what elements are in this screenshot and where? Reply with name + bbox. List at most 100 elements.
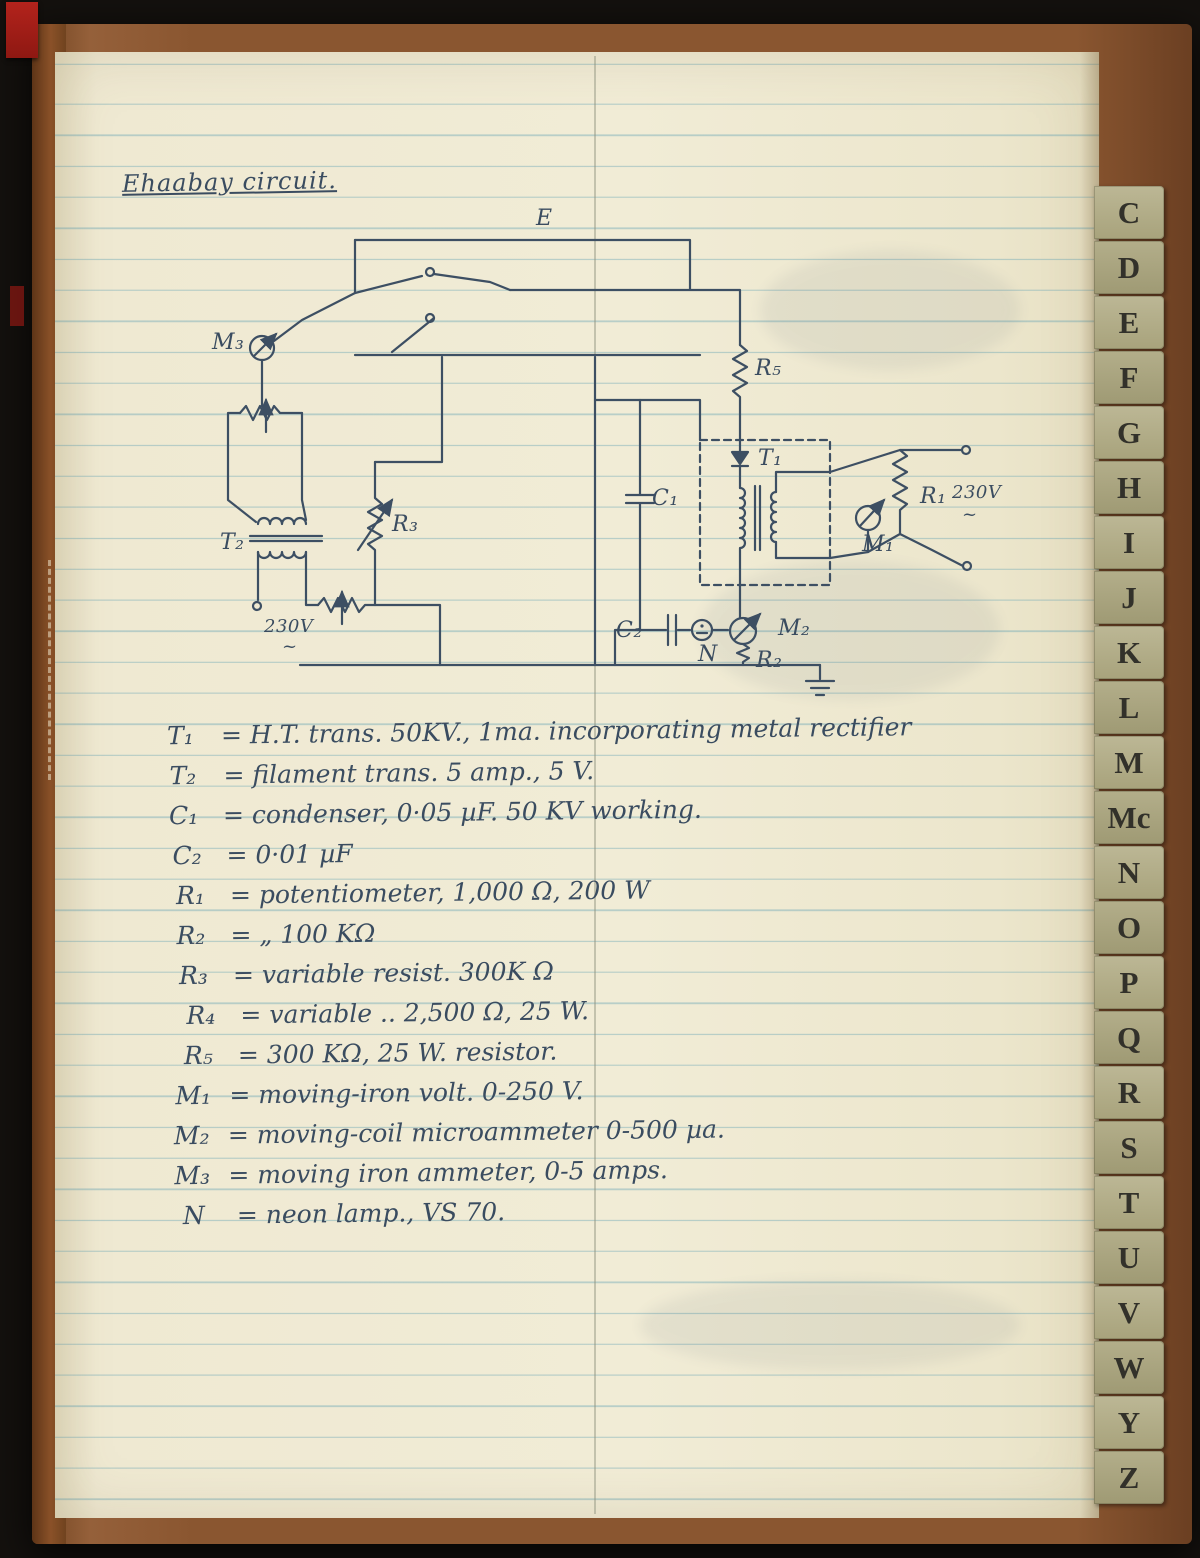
legend-term: M₃ (174, 1160, 211, 1191)
label-c1: C₁ (652, 486, 679, 511)
legend-text: = condenser, 0·05 µF. 50 KV working. (222, 794, 703, 830)
label-n: N (698, 642, 718, 667)
t2-core (248, 534, 324, 543)
t1-secondary-coil (769, 490, 778, 544)
index-tab-p: P (1094, 956, 1164, 1009)
index-tab-m: M (1094, 736, 1164, 789)
resistor-r1 (891, 448, 909, 536)
index-tab-mc: Mc (1094, 791, 1164, 844)
t1-secondary-leads (774, 470, 832, 560)
notebook-page (55, 52, 1099, 1518)
component-legend: T₁= H.T. trans. 50KV., 1ma. incorporatin… (167, 711, 1033, 1241)
t1-core (753, 484, 762, 552)
label-m3: M₃ (212, 330, 245, 355)
resistor-r3-arrow (356, 498, 394, 552)
wire-c1-top (593, 398, 702, 442)
label-m1: M₁ (862, 532, 895, 557)
mains-terminal-right-top (960, 444, 972, 456)
legend-text: = filament trans. 5 amp., 5 V. (223, 756, 595, 790)
meter-m2-needle (733, 612, 762, 641)
index-tab-h: H (1094, 461, 1164, 514)
index-tab-u: U (1094, 1231, 1164, 1284)
wire-to-t2-left (226, 411, 258, 524)
label-t1: T₁ (758, 446, 783, 471)
red-bookmark (6, 2, 38, 58)
resistor-r5 (731, 343, 749, 442)
label-230v-left: 230V (264, 616, 314, 637)
circuit-diagram (226, 238, 973, 697)
legend-text: = neon lamp., VS 70. (236, 1197, 506, 1230)
index-tab-z: Z (1094, 1451, 1164, 1504)
legend-term: N (182, 1200, 205, 1231)
legend-term: R₁ (175, 880, 206, 911)
wire-node-row (613, 628, 692, 667)
index-tab-k: K (1094, 626, 1164, 679)
page-title: Ehaabay circuit. (121, 166, 338, 198)
legend-text: = variable resist. 300K Ω (232, 956, 555, 990)
index-tab-c: C (1094, 186, 1164, 239)
neon-lamp-dot (700, 624, 704, 628)
index-tab-e: E (1094, 296, 1164, 349)
wire-to-t2-right (300, 411, 308, 522)
index-tab-r: R (1094, 1066, 1164, 1119)
legend-term: M₁ (175, 1080, 212, 1111)
index-tab-g: G (1094, 406, 1164, 459)
label-e: E (536, 206, 553, 231)
index-tab-d: D (1094, 241, 1164, 294)
mains-terminal-right-bottom (961, 560, 973, 572)
rectifier-t1-bar (730, 464, 750, 490)
legend-text: = moving iron ammeter, 0-5 amps. (228, 1155, 669, 1190)
meter-m1-needle (858, 498, 886, 528)
label-t2: T₂ (220, 530, 245, 555)
switch-contact (424, 266, 436, 278)
legend-text: = 0·01 µF (226, 839, 353, 870)
capacitor-c2 (666, 613, 678, 647)
spine-stitching (48, 560, 53, 780)
wire-r3-top (373, 355, 444, 464)
neon-lamp-n (690, 618, 714, 642)
meter-m3-needle (252, 332, 278, 358)
capacitor-c1 (624, 398, 656, 632)
legend-text: = 300 KΩ, 25 W. resistor. (237, 1036, 558, 1070)
label-c2: C₂ (616, 618, 643, 643)
index-tab-q: Q (1094, 1011, 1164, 1064)
t1-primary-coil (738, 486, 747, 620)
legend-text: = variable .. 2,500 Ω, 25 W. (240, 996, 590, 1030)
legend-text: = moving-iron volt. 0-250 V. (229, 1076, 584, 1110)
earth-symbol (804, 663, 836, 697)
index-tab-j: J (1094, 571, 1164, 624)
index-tab-o: O (1094, 901, 1164, 954)
t2-leads (256, 550, 320, 607)
t2-primary-coil (256, 516, 308, 526)
legend-term: C₂ (172, 840, 202, 871)
legend-term: R₂ (176, 920, 206, 951)
label-r2: R₂ (756, 648, 783, 673)
wire-m3 (272, 291, 357, 343)
label-ac-right: ~ (962, 504, 978, 525)
alphabet-index-tabs: C D E F G H I J K L M Mc N O P Q R S T U… (1094, 186, 1164, 1504)
label-m2: M₂ (778, 616, 811, 641)
index-tab-s: S (1094, 1121, 1164, 1174)
switch-contact (424, 312, 436, 324)
legend-text: = potentiometer, 1,000 Ω, 200 W (229, 875, 651, 910)
label-ac-left: ~ (282, 636, 298, 657)
legend-term: M₂ (173, 1120, 210, 1151)
legend-term: R₅ (183, 1040, 213, 1071)
legend-term: C₁ (168, 800, 199, 831)
wire-top-rail (353, 238, 742, 347)
index-tab-y: Y (1094, 1396, 1164, 1449)
legend-term: T₁ (166, 720, 194, 751)
wire-right-top (828, 448, 963, 474)
legend-text: = moving-coil microammeter 0-500 µa. (227, 1114, 726, 1150)
index-tab-i: I (1094, 516, 1164, 569)
label-r5: R₅ (755, 356, 782, 381)
red-bookmark-small (10, 286, 24, 326)
index-tab-v: V (1094, 1286, 1164, 1339)
switch-blade (353, 238, 512, 354)
t1-enclosure (698, 438, 832, 587)
page-center-rule (594, 56, 596, 1514)
ink-showthrough (640, 1280, 1020, 1370)
legend-term: T₂ (169, 760, 197, 791)
wire-right-bottom (828, 532, 965, 568)
legend-term: R₄ (186, 1000, 216, 1031)
